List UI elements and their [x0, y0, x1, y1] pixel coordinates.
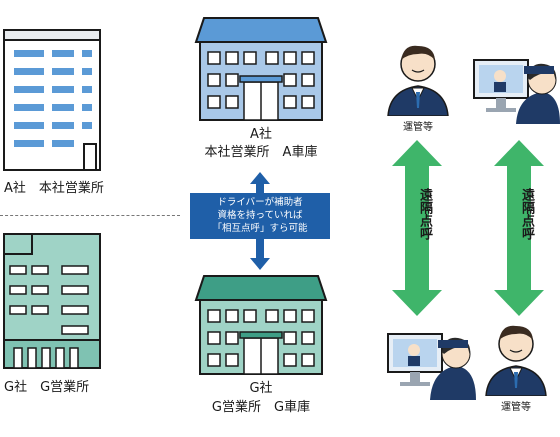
g-office-building — [3, 233, 101, 369]
mutual-rollcall-callout: ドライバーが補助者 資格を持っていれば 「相互点呼」すら可能 — [190, 193, 330, 239]
manager-label-bottom: 運管等 — [501, 402, 531, 413]
g-company-building — [194, 275, 328, 375]
driver-at-monitor-bottom — [387, 333, 476, 400]
remote-call-text-left: 遠隔点呼 — [417, 188, 432, 240]
callout-line-3: 「相互点呼」すら可能 — [212, 223, 308, 234]
manager-label-top: 運管等 — [403, 122, 433, 133]
section-divider — [0, 215, 180, 216]
g-company-locations: G営業所 G車庫 — [211, 400, 311, 415]
a-company-name: A社 — [250, 127, 272, 142]
manager-avatar-bottom — [485, 325, 547, 396]
remote-call-text-right: 遠隔点呼 — [519, 188, 534, 240]
g-office-label: G社 G営業所 — [4, 380, 90, 395]
callout-line-2: 資格を持っていれば — [217, 210, 303, 221]
driver-at-monitor-top — [473, 59, 560, 124]
a-office-label: A社 本社営業所 — [4, 181, 104, 196]
a-company-locations: 本社営業所 A車庫 — [204, 145, 318, 160]
remote-call-arrow-right — [494, 140, 544, 316]
g-company-name: G社 — [249, 381, 273, 396]
remote-call-label-right: 遠隔点呼 — [504, 188, 534, 240]
callout-line-1: ドライバーが補助者 — [217, 197, 303, 208]
a-company-building — [194, 17, 328, 121]
a-office-building — [3, 29, 101, 171]
manager-avatar-top — [387, 45, 449, 116]
remote-call-arrow-left — [392, 140, 442, 316]
remote-call-label-left: 遠隔点呼 — [402, 188, 432, 240]
